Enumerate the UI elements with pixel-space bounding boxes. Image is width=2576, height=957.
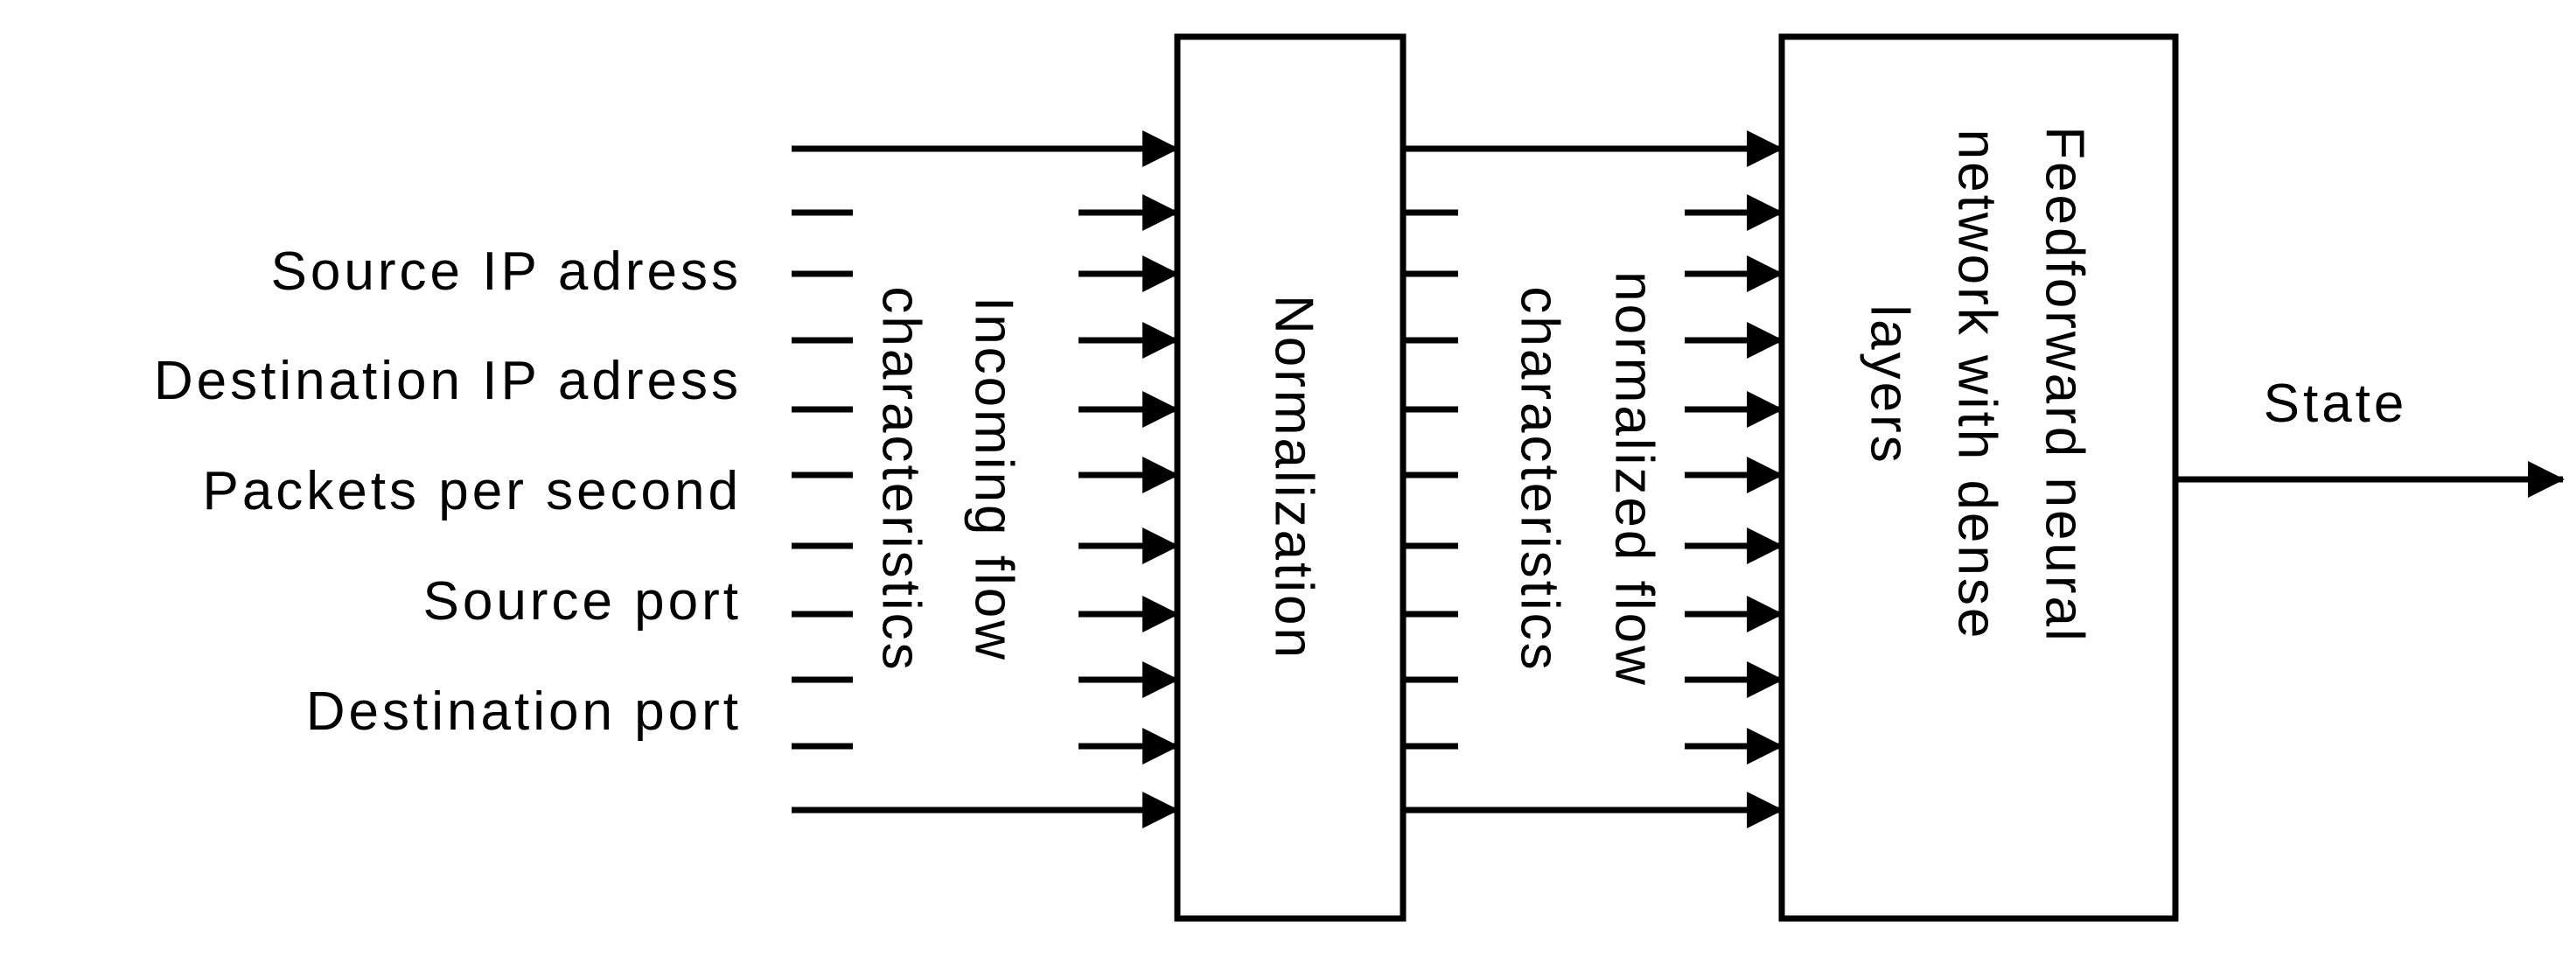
normalization-label: Normalization xyxy=(1264,295,1324,660)
input-label-destination-ip: Destination IP adress xyxy=(154,351,742,411)
input-labels: Source IP adress Destination IP adress P… xyxy=(154,241,742,742)
normalized-flow-caption-line-2: characteristics xyxy=(1510,286,1570,672)
input-label-packets-per-second: Packets per second xyxy=(202,461,742,521)
incoming-flow-caption-line-1: Incoming flow xyxy=(964,297,1024,662)
feedforward-network-label-line-2: network with dense xyxy=(1947,129,2007,641)
normalized-flow-arrows xyxy=(1403,130,1784,828)
input-label-destination-port: Destination port xyxy=(306,681,742,742)
feedforward-network-label: Feedforward neural network with dense la… xyxy=(1860,126,2095,644)
incoming-flow-caption: Incoming flow characteristics xyxy=(871,286,1024,672)
feedforward-network-label-line-1: Feedforward neural xyxy=(2035,126,2095,644)
normalization-label-group: Normalization xyxy=(1264,295,1324,660)
input-label-source-ip: Source IP adress xyxy=(271,241,742,302)
input-label-source-port: Source port xyxy=(422,571,742,632)
normalized-flow-caption: normalized flow characteristics xyxy=(1510,271,1665,688)
feedforward-network-label-line-3: layers xyxy=(1860,304,1920,465)
normalized-flow-caption-line-1: normalized flow xyxy=(1604,271,1665,688)
incoming-flow-caption-line-2: characteristics xyxy=(871,286,932,672)
incoming-flow-arrows xyxy=(792,130,1180,828)
state-label: State xyxy=(2264,374,2408,434)
